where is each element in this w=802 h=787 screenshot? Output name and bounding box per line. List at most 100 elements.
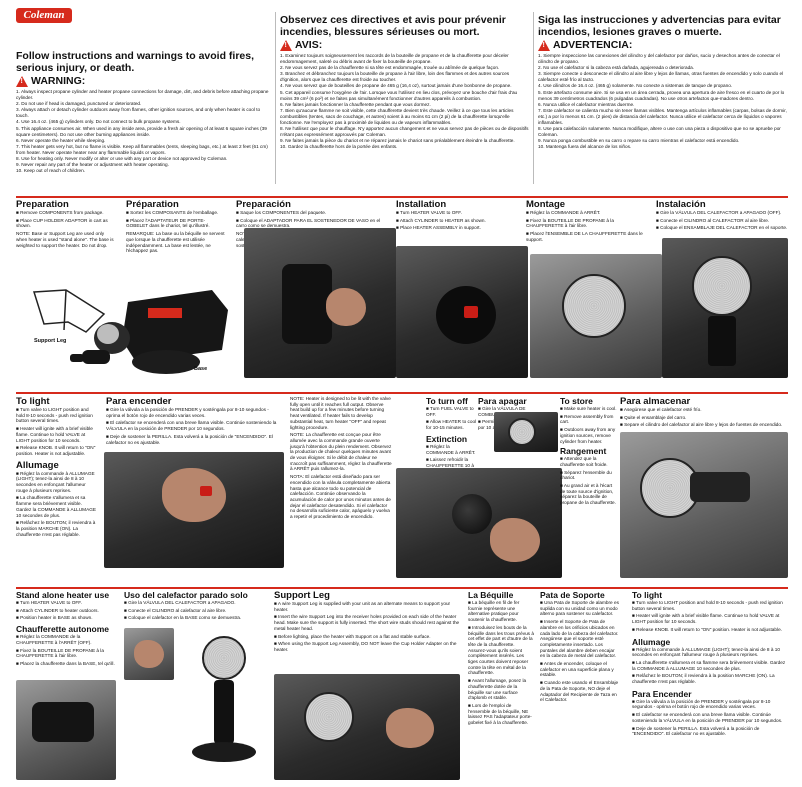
solo-text: ■ Gire la VÁLVULA DEL CALEFACTOR a APAGA…	[124, 600, 270, 621]
warning-header-es: ADVERTENCIA:	[538, 39, 788, 51]
list-item: 3. Siempre conecte o desconecte el cilin…	[538, 71, 784, 83]
photo-heater-on-base	[176, 628, 266, 778]
autonome-title: Chaufferette autonome	[16, 624, 110, 635]
text-line: ■ Attach CYLINDER to HEATER as shown.	[396, 217, 486, 223]
list-item: 8. Ne l'utilisez que pour le chauffage. …	[280, 126, 529, 138]
text-line: ■ La béquille en fil de fer fournie repr…	[468, 600, 520, 623]
solo-block: Uso del calefactor parado solo ■ Gire la…	[124, 590, 270, 623]
allumage2-text: ■ Réglez la commande à ALLUMAGE (LIGHT);…	[632, 647, 788, 685]
note-fr: NOTE: La chaufferette est conçue pour êt…	[290, 432, 392, 472]
cylinder-icon	[708, 316, 736, 366]
warning-title-es: Siga las instrucciones y advertencias pa…	[538, 14, 781, 38]
text-line: ■ Allow HEATER to cool for 10-15 minutes…	[426, 419, 477, 431]
install-en-title: Installation	[396, 199, 447, 210]
list-item: 1. Examinez toujours soigneusement les r…	[280, 53, 509, 65]
support-leg-title: Support Leg	[274, 590, 330, 601]
turnoff-block: To turn off ■ Turn FUEL VALVE to OFF. ■ …	[426, 396, 478, 476]
case-icon	[122, 290, 228, 362]
apagar-title: Para apagar	[478, 396, 527, 406]
text-line: ■ Attendez que la chaufferette soit froi…	[560, 456, 608, 467]
almacenar-block: Para almacenar ■ Asegúrese que el calefa…	[620, 396, 790, 430]
text-line: ■ Place HEATER ASSEMBLY in support.	[396, 225, 481, 231]
text-line: ■ Turn HEATER VALVE to OFF.	[16, 600, 82, 605]
warning-triangle-icon	[16, 75, 28, 87]
text-line: ■ Réglez la commande à ALLUMAGE (LIGHT);…	[632, 646, 780, 658]
hand-icon	[326, 288, 366, 326]
heater-grille-icon	[508, 418, 536, 446]
list-item: 4. Ne vous servez que de bouteilles de p…	[280, 83, 512, 89]
montage-text: ■ Réglez la COMMANDE à ARRÊT. ■ Fixez la…	[526, 210, 650, 243]
text-line: ■ Place CUP HOLDER ADAPTOR in cart as sh…	[16, 217, 108, 229]
text-line: ■ Release KNOB. It will return to "ON" p…	[632, 626, 782, 632]
prep-en-text: ■ Remove COMPONENTS from package. ■ Plac…	[16, 210, 116, 248]
text-line: ■ Relâchez le BOUTON; il reviendra à la …	[16, 520, 96, 537]
encender2-title: Para Encender	[632, 688, 692, 699]
base-icon	[192, 742, 256, 762]
text-line: ■ Fixez la BOUTEILLE DE PROPANE à la CHA…	[526, 217, 614, 229]
warning-list-fr: 1. Examinez toujours soigneusement les r…	[280, 53, 530, 151]
list-item: 6. Nunca utilice el calefactor mientras …	[538, 101, 635, 107]
prep-fr-title: Préparation	[126, 199, 179, 210]
warning-section-en: Follow instructions and warnings to avoi…	[16, 50, 274, 174]
list-item: 2. Ne vous servez pas de la chaufferette…	[280, 65, 500, 71]
cylinder-icon	[690, 472, 750, 502]
list-item: 8. Use for heating only. Never modify or…	[16, 156, 228, 162]
install-es-block: Instalación ■ Gire la VÁLVULA DEL CALEFA…	[656, 199, 788, 233]
warning-triangle-icon	[538, 39, 550, 51]
install-en-text: ■ Turn HEATER VALVE to OFF. ■ Attach CYL…	[396, 210, 512, 231]
montage-block: Montage ■ Réglez la COMMANDE à ARRÊT. ■ …	[526, 199, 650, 245]
heater-grille-icon	[304, 692, 354, 742]
photo-heater-in-support	[530, 254, 662, 378]
support-leg-label: Support Leg	[34, 338, 67, 344]
list-item: 9. Ne faites jamais la pièce du chariot …	[280, 138, 515, 144]
note-en: NOTE: Heater is designed to be lit with …	[290, 396, 391, 430]
section-rule	[16, 392, 788, 394]
text-line: ■ Position heater in BASE as shown.	[16, 615, 93, 621]
photo-cart-adapter	[244, 228, 396, 378]
list-item: 4. Use cilindros de 16.4 oz. (465 g) sol…	[538, 83, 733, 89]
warning-title-fr: Observez ces directives et avis pour pré…	[280, 14, 506, 38]
bequille-text: ■ La béquille en fil de fer fournie repr…	[468, 600, 534, 726]
prep-es-title: Preparación	[236, 199, 291, 210]
prep-en-block: Preparation ■ Remove COMPONENTS from pac…	[16, 199, 116, 250]
text-line: ■ Réglez la COMMANDE de la CHAUFFERETTE …	[16, 634, 92, 645]
heater-grille-icon	[692, 256, 752, 316]
store-text: ■ Make sure heater is cool. ■ Remove ass…	[560, 406, 618, 444]
list-item: 2. No use el calefactor si la cabeza est…	[538, 65, 695, 71]
text-line: ■ Deje de sostener la PERILLA. Esta volv…	[632, 725, 760, 737]
coleman-logo: Coleman	[16, 8, 72, 23]
install-es-title: Instalación	[656, 199, 706, 210]
encender-block: Para encender ■ Gire la válvula a la pos…	[106, 396, 284, 447]
text-line: ■ Réglez la commande à ALLUMAGE (LIGHT);…	[16, 470, 95, 493]
warning-label-es: ADVERTENCIA:	[553, 39, 633, 51]
text-line: ■ Conecte el CILINDRO al CALEFACTOR al a…	[656, 217, 770, 223]
warning-section-es: Siga las instrucciones y advertencias pa…	[538, 14, 788, 151]
text-line: ■ Saque los COMPONENTES del paquete.	[236, 210, 327, 215]
cup-adapter-icon	[70, 350, 110, 364]
text-line: ■ El calefactor se encenderá con una bre…	[106, 420, 277, 432]
column-divider	[275, 12, 276, 184]
warning-header-fr: AVIS:	[280, 39, 530, 51]
text-line: ■ Relâchez le BOUTON; il reviendra à la …	[632, 673, 775, 685]
text-line: ■ Séparez l'ensemble du chariot.	[560, 469, 612, 481]
photo-standalone-base	[16, 680, 116, 780]
standalone-block: Stand alone heater use ■ Turn HEATER VAL…	[16, 590, 118, 669]
list-item: 8. Use para calefacción solamente. Nunca…	[538, 126, 781, 138]
text-line: ■ Remove COMPONENTS from package.	[16, 210, 104, 215]
text-line: ■ Placez l'ADAPTATEUR DE PORTE-GOBELET d…	[126, 217, 210, 229]
list-item: 5. Cet appareil consume l'oxygène de l'a…	[280, 89, 518, 101]
list-item: 7. Bien qu'aucune flamme ne soit visible…	[280, 107, 514, 126]
text-line: ■ Turn valve to LIGHT position and hold …	[16, 407, 93, 424]
base-icon	[132, 350, 200, 374]
text-line: ■ Release KNOB. It will return to "ON" p…	[16, 445, 96, 456]
text-line: ■ Make sure heater is cool.	[560, 406, 617, 411]
allumage-title: Allumage	[16, 459, 59, 471]
almacenar-text: ■ Asegúrese que el calefactor esté frío.…	[620, 407, 790, 428]
text-line: ■ Turn valve to LIGHT position and hold …	[632, 600, 783, 611]
text-line: ■ Antes de encender, coloque el calefact…	[540, 661, 614, 678]
text-line: ■ Coloque el ENSAMBLAJE DEL CALEFACTOR e…	[656, 225, 788, 231]
warning-title-en: Follow instructions and warnings to avoi…	[16, 50, 255, 74]
list-item: 5. Este artefacto consume aire. Si se us…	[538, 89, 785, 101]
encender-title: Para encender	[106, 396, 172, 407]
list-item: 5. This appliance consumes air. When use…	[16, 125, 267, 137]
